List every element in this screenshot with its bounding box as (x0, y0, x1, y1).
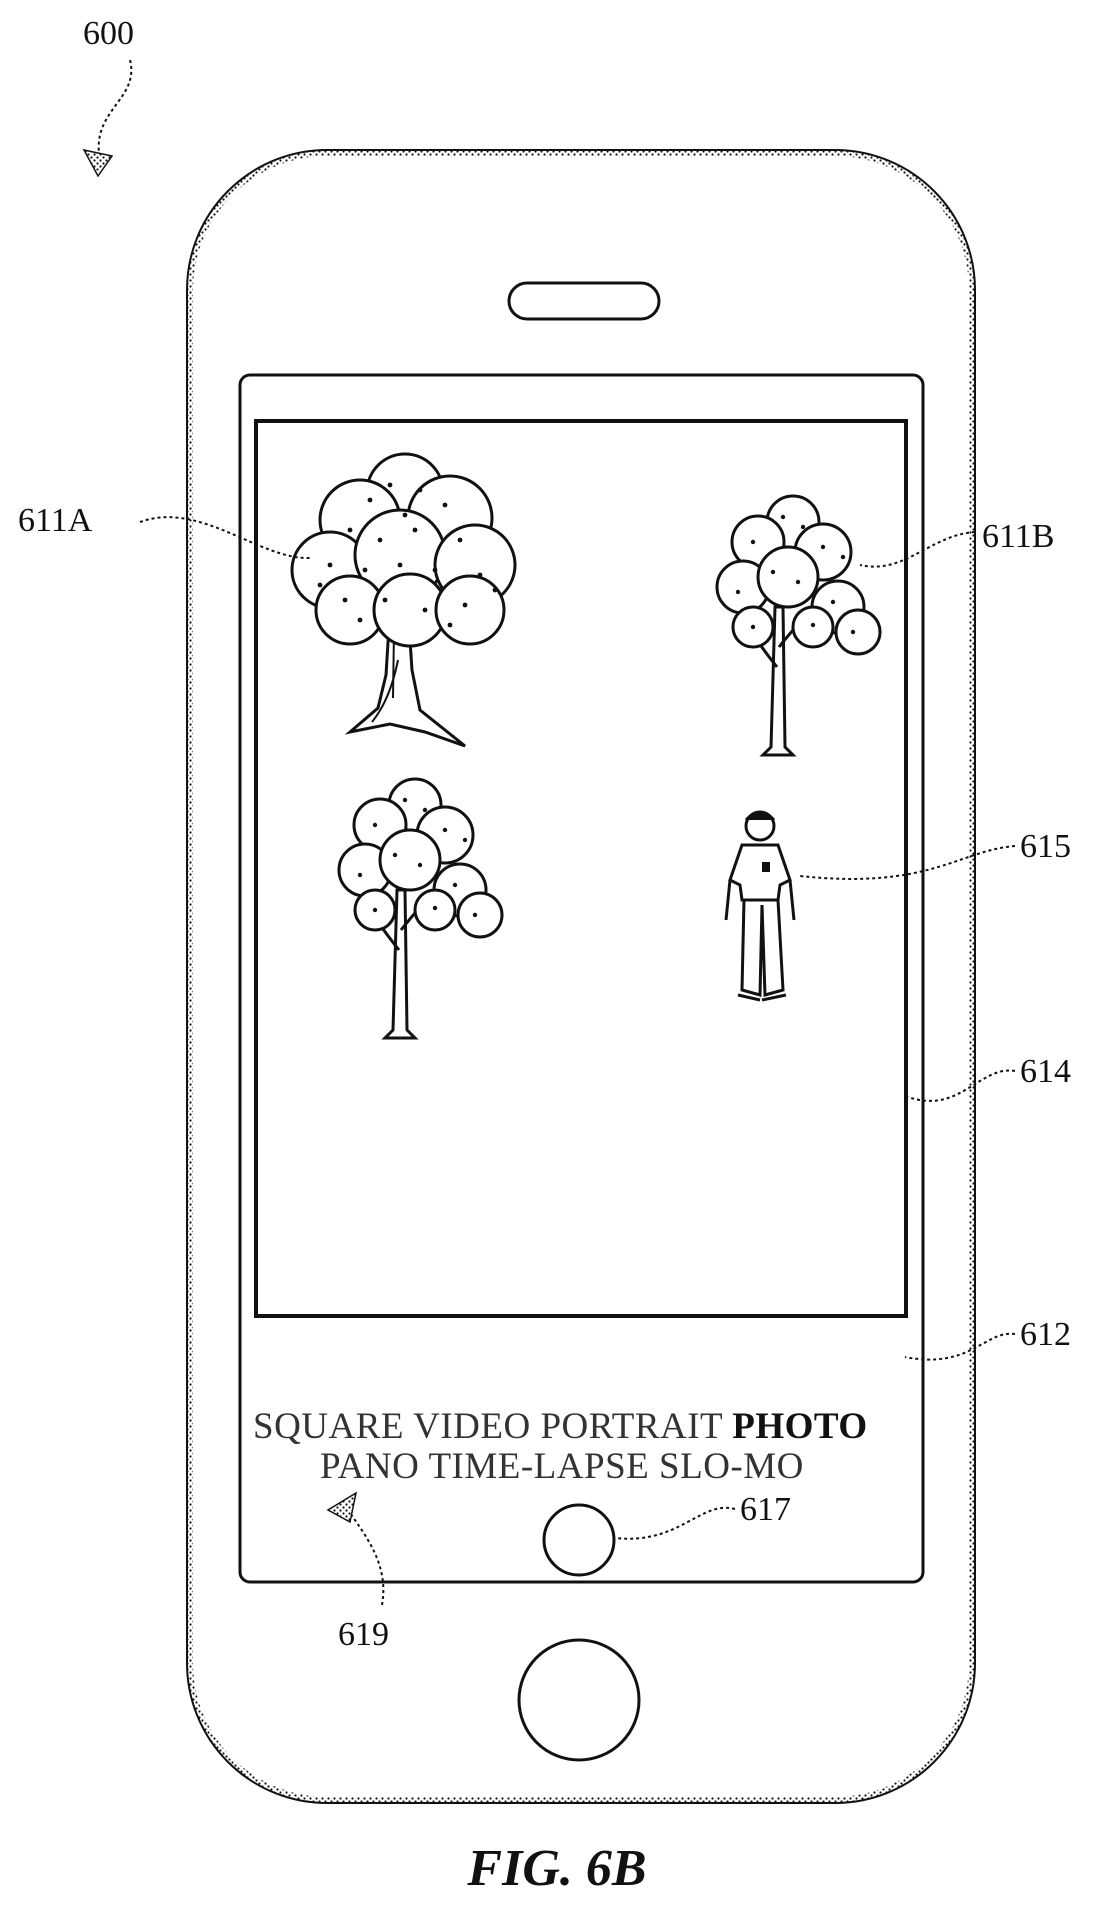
arrowhead-icon-600 (84, 150, 112, 176)
mode-slo-mo[interactable]: SLO-MO (659, 1446, 804, 1487)
leader-600 (99, 60, 132, 160)
figure-caption: FIG. 6B (466, 1840, 646, 1897)
ref-615: 615 (1020, 828, 1071, 865)
svg-text:PANO TIME-LAPSE: PANO TIME-LAPSE SLO-MO (320, 1446, 804, 1487)
svg-text:SQUARE VIDEO: SQUARE VIDEO PORTRAIT PHOTO (253, 1406, 868, 1447)
ref-611a: 611A (18, 502, 93, 539)
mode-square[interactable]: SQUARE (253, 1406, 404, 1447)
camera-mode-selector[interactable]: SQUARE VIDEO PORTRAIT PHOTO PANO TIME-LA… (253, 1406, 868, 1487)
ref-612: 612 (1020, 1316, 1071, 1353)
mode-photo-selected[interactable]: PHOTO (732, 1406, 867, 1447)
mode-time-lapse[interactable]: TIME-LAPSE (428, 1446, 649, 1487)
mode-pano[interactable]: PANO (320, 1446, 419, 1487)
mode-portrait[interactable]: PORTRAIT (540, 1406, 722, 1447)
ref-600: 600 (83, 15, 134, 52)
ref-611b: 611B (982, 518, 1054, 555)
ref-617: 617 (740, 1491, 791, 1528)
ref-619: 619 (338, 1616, 389, 1653)
mode-video[interactable]: VIDEO (413, 1406, 531, 1447)
ref-614: 614 (1020, 1053, 1071, 1090)
